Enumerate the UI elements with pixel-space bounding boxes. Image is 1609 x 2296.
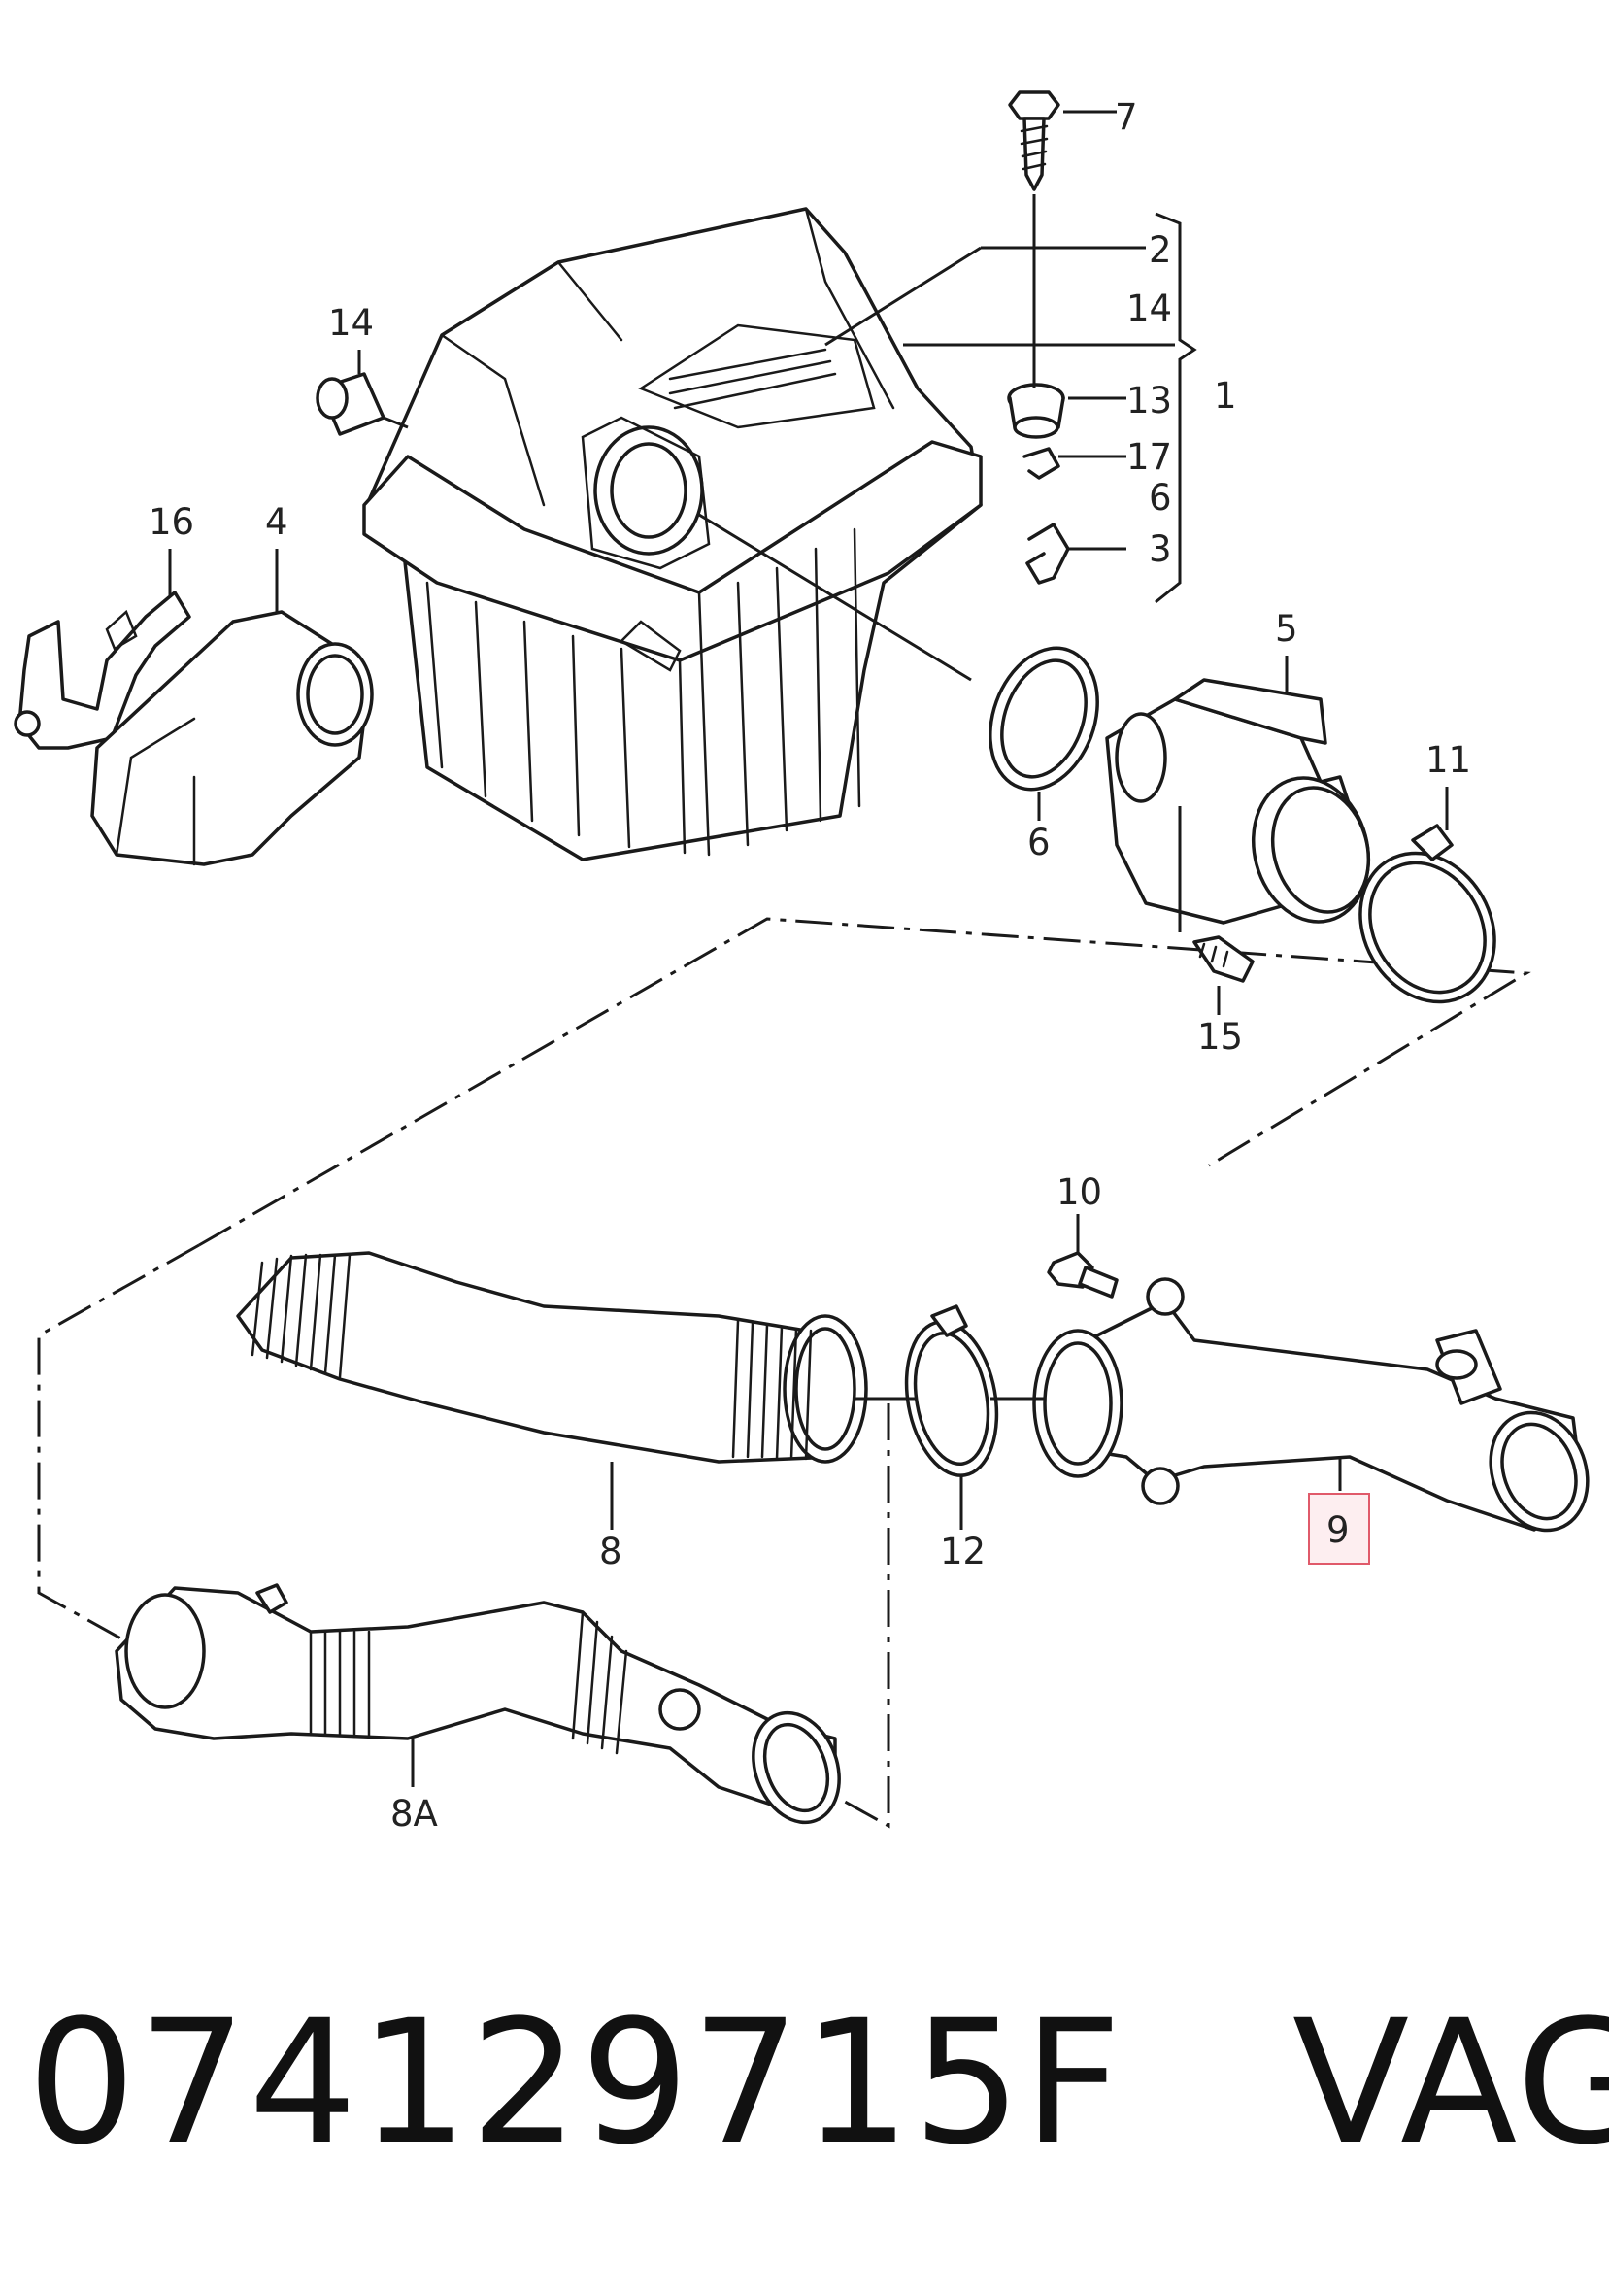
- grommet-part-13: [1007, 383, 1065, 439]
- callout-8A: 8A: [390, 1793, 438, 1835]
- assembly-boundary-dashed: [198, 917, 1531, 1247]
- callout-1: 1: [1214, 375, 1237, 417]
- intake-pipe-part-9: [1032, 1277, 1590, 1533]
- callout-14-left: 14: [328, 302, 374, 344]
- hose-clamp-part-11: [1358, 824, 1496, 1004]
- callout-2: 2: [1149, 229, 1172, 271]
- leader-lines: [168, 110, 1449, 1787]
- assembly-boundary-dashed-right: [844, 1403, 890, 1829]
- callout-7: 7: [1115, 96, 1138, 138]
- callout-13: 13: [1126, 380, 1172, 422]
- brand-name: VAG: [1291, 1983, 1609, 2182]
- callout-8: 8: [599, 1531, 622, 1572]
- callout-5: 5: [1275, 608, 1298, 650]
- callout-6-upper: 6: [1149, 477, 1172, 519]
- rubber-plug-part-14: [316, 372, 385, 436]
- air-duct-part-4: [90, 610, 374, 866]
- air-filter-housing: [362, 207, 983, 861]
- intake-hose-part-8: [236, 1251, 868, 1464]
- highlight-box-part-9: [1308, 1493, 1370, 1565]
- air-mass-meter-part-5: [1105, 678, 1371, 925]
- callout-4: 4: [265, 501, 288, 543]
- bracket-part-16: [14, 591, 191, 750]
- gasket-part-6: [989, 646, 1099, 792]
- hose-clamp-part-12: [904, 1304, 999, 1477]
- callout-16: 16: [149, 501, 194, 543]
- callout-11: 11: [1425, 739, 1471, 781]
- callout-10: 10: [1056, 1171, 1102, 1213]
- screw-part-15: [1192, 935, 1255, 983]
- callout-14-right: 14: [1126, 287, 1172, 329]
- intake-hose-part-8A: [115, 1583, 841, 1825]
- callout-6-lower: 6: [1027, 822, 1051, 863]
- callout-9: 9: [1326, 1509, 1350, 1551]
- bolt-part-10: [1047, 1251, 1119, 1299]
- assembly-boundary-dashed-left: [37, 1243, 200, 1643]
- callout-17: 17: [1126, 436, 1172, 478]
- part-number: 074129715F: [27, 1983, 1124, 2182]
- clip-part-3: [1025, 523, 1070, 585]
- callout-3: 3: [1149, 528, 1172, 570]
- callout-12: 12: [940, 1531, 986, 1572]
- bolt-part-7: [1008, 90, 1060, 191]
- clip-part-17: [1022, 447, 1060, 480]
- callout-15: 15: [1197, 1016, 1243, 1058]
- caption-gap: [1123, 1983, 1292, 2182]
- caption: 074129715F VAG: [27, 1972, 1609, 2195]
